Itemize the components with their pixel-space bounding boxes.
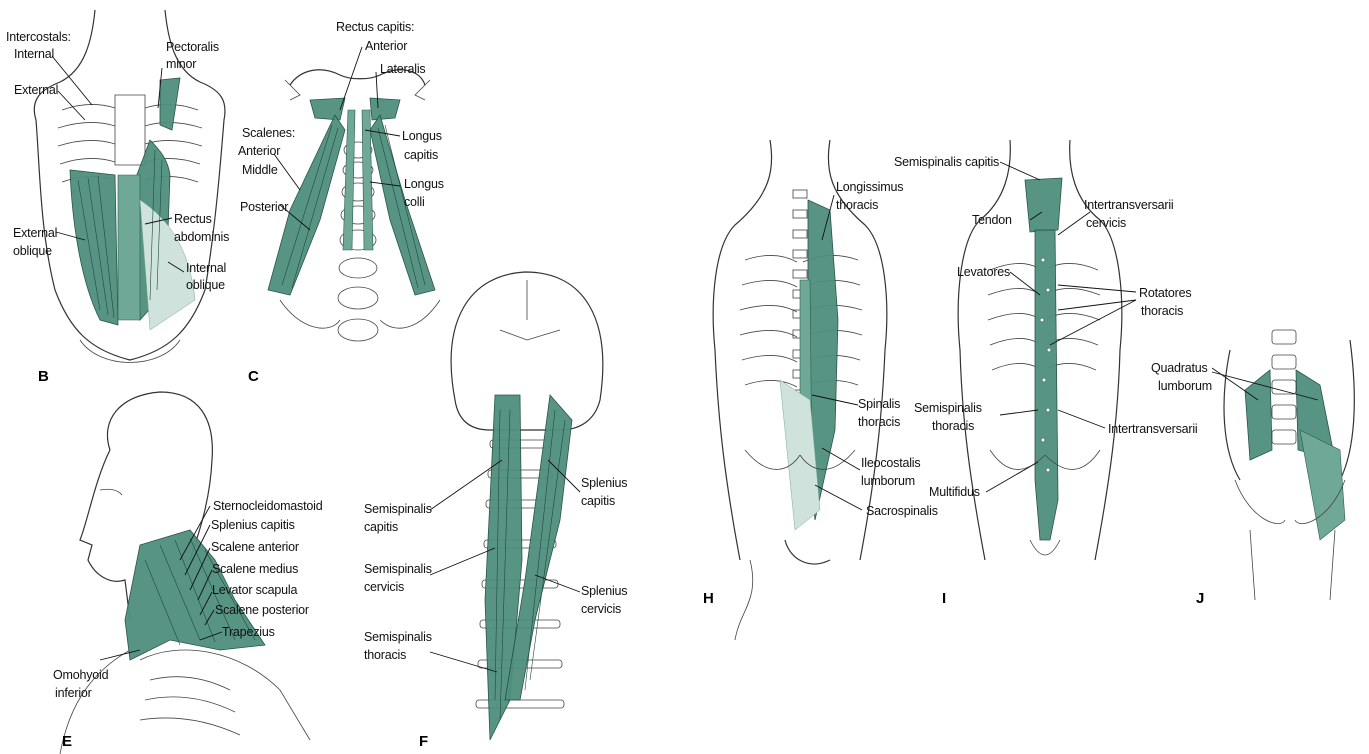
label-rc-anterior: Anterior: [365, 39, 407, 53]
label-semispinalis-capitis-1: Semispinalis: [364, 502, 432, 516]
label-external-oblique-2: oblique: [13, 244, 52, 258]
panel-letter-e: E: [62, 733, 72, 750]
panel-b-torso-drawing: [34, 10, 225, 363]
label-splenius-cervicis-1: Splenius: [581, 584, 627, 598]
label-semispinalis-thoracis-i-1: Semispinalis: [914, 401, 982, 415]
panel-letter-h: H: [703, 590, 714, 607]
label-omohyoid-2: inferior: [55, 686, 92, 700]
label-semispinalis-thoracis-f-1: Semispinalis: [364, 630, 432, 644]
label-sacrospinalis: Sacrospinalis: [866, 504, 938, 518]
label-splenius-capitis-f-1: Splenius: [581, 476, 627, 490]
label-longus-capitis-1: Longus: [402, 129, 442, 143]
label-semispinalis-cervicis-1: Semispinalis: [364, 562, 432, 576]
label-spinalis-1: Spinalis: [858, 397, 900, 411]
label-internal-oblique-2: oblique: [186, 278, 225, 292]
label-intercostals: Intercostals:: [6, 30, 71, 44]
label-semispinalis-cervicis-2: cervicis: [364, 580, 404, 594]
label-longus-colli-1: Longus: [404, 177, 444, 191]
label-splenius-cervicis-2: cervicis: [581, 602, 621, 616]
label-internal-oblique-1: Internal: [186, 261, 226, 275]
label-ileocostalis-2: lumborum: [861, 474, 915, 488]
label-longissimus-1: Longissimus: [836, 180, 903, 194]
label-levatores: Levatores: [957, 265, 1010, 279]
label-rectus-capitis: Rectus capitis:: [336, 20, 414, 34]
label-tendon: Tendon: [972, 213, 1012, 227]
panel-j-pelvis-drawing: [1224, 330, 1354, 600]
label-pectoralis-minor: minor: [166, 57, 196, 71]
label-semispinalis-capitis-2: capitis: [364, 520, 398, 534]
label-rotatores-2: thoracis: [1141, 304, 1183, 318]
label-longus-capitis-2: capitis: [404, 148, 438, 162]
panel-letter-c: C: [248, 368, 259, 385]
panel-letter-i: I: [942, 590, 946, 607]
label-semispinalis-thoracis-f-2: thoracis: [364, 648, 406, 662]
label-scalenes: Scalenes:: [242, 126, 295, 140]
label-rectus-1: Rectus: [174, 212, 212, 226]
label-scalenes-posterior: Posterior: [240, 200, 288, 214]
label-intercostals-external: External: [14, 83, 58, 97]
label-scalenes-anterior: Anterior: [238, 144, 280, 158]
label-longus-colli-2: colli: [404, 195, 425, 209]
label-intertransversarii-cervicis-1: Intertransversarii: [1084, 198, 1174, 212]
label-quadratus-1: Quadratus: [1151, 361, 1208, 375]
leader-lines: [52, 47, 1318, 672]
panel-letter-j: J: [1196, 590, 1204, 607]
label-sternocleidomastoid: Sternocleidomastoid: [213, 499, 322, 513]
label-spinalis-2: thoracis: [858, 415, 900, 429]
label-scalene-medius: Scalene medius: [212, 562, 298, 576]
label-semispinalis-capitis-i: Semispinalis capitis: [894, 155, 999, 169]
label-trapezius: Trapezius: [222, 625, 275, 639]
panel-letter-f: F: [419, 733, 428, 750]
label-longissimus-2: thoracis: [836, 198, 878, 212]
label-ileocostalis-1: Ileocostalis: [861, 456, 920, 470]
label-levator-scapula: Levator scapula: [212, 583, 297, 597]
label-scalenes-middle: Middle: [242, 163, 278, 177]
label-rc-lateralis: Lateralis: [380, 62, 425, 76]
label-pectoralis: Pectoralis: [166, 40, 219, 54]
label-scalene-posterior: Scalene posterior: [215, 603, 309, 617]
label-quadratus-2: lumborum: [1158, 379, 1212, 393]
label-external-oblique-1: External: [13, 226, 57, 240]
label-splenius-capitis-e: Splenius capitis: [211, 518, 295, 532]
label-rectus-2: abdominis: [174, 230, 229, 244]
label-intertransversarii: Intertransversarii: [1108, 422, 1198, 436]
panel-letter-b: B: [38, 368, 49, 385]
label-intertransversarii-cervicis-2: cervicis: [1086, 216, 1126, 230]
label-multifidus: Multifidus: [929, 485, 980, 499]
label-rotatores-1: Rotatores: [1139, 286, 1191, 300]
label-scalene-anterior: Scalene anterior: [211, 540, 299, 554]
label-omohyoid-1: Omohyoid: [53, 668, 108, 682]
label-semispinalis-thoracis-i-2: thoracis: [932, 419, 974, 433]
label-splenius-capitis-f-2: capitis: [581, 494, 615, 508]
label-intercostals-internal: Internal: [14, 47, 54, 61]
panel-h-torso-drawing: [713, 140, 887, 640]
